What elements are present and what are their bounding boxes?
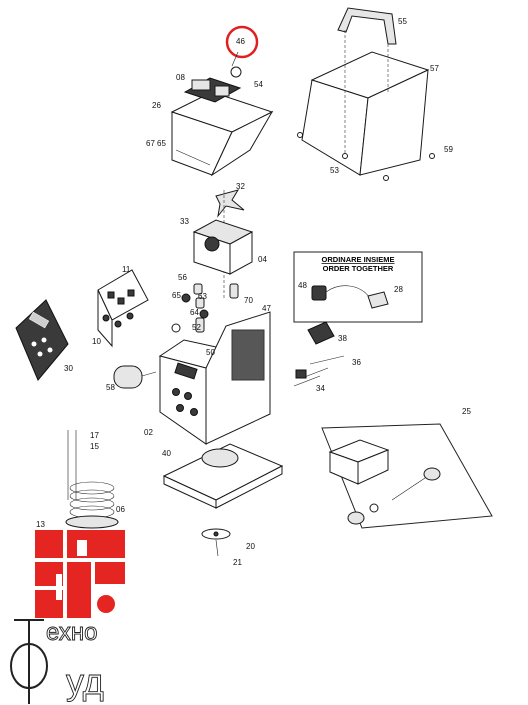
callout-55: 55 [398,17,407,26]
stirrer-disc [201,528,231,557]
handle [337,7,397,45]
callout-36: 36 [352,358,361,367]
callout-02: 02 [144,428,153,437]
order-box-line2: ORDER TOGETHER [323,264,394,273]
logo-text-top: ехно [46,619,97,646]
callout-63: 63 [198,292,207,301]
callout-21: 21 [233,558,242,567]
callout-labels: 46 08 54 26 67 65 55 57 53 59 32 33 04 1… [36,17,471,567]
callout-06: 06 [116,505,125,514]
callout-26: 26 [152,101,161,110]
callout-25: 25 [462,407,471,416]
main-body [158,311,271,445]
callout-34: 34 [316,384,325,393]
callout-54: 54 [254,80,263,89]
callout-52: 52 [192,323,201,332]
control-board-bracket [170,66,274,177]
capacitor [113,365,157,389]
part-46-highlight [225,25,259,67]
callout-65b: 65 [172,291,181,300]
logo-text-bottom: уд [66,661,104,702]
callout-47: 47 [262,304,271,313]
order-box-line1: ORDINARE INSIEME [322,255,395,264]
callout-50: 50 [206,348,215,357]
callout-32: 32 [236,182,245,191]
callout-28: 28 [394,285,403,294]
callout-10: 10 [92,337,101,346]
callout-11: 11 [122,265,131,274]
callout-64: 64 [190,308,199,317]
switch-and-terminals [293,321,345,387]
callout-20: 20 [246,542,255,551]
front-panel-label [15,299,69,381]
callout-33: 33 [180,217,189,226]
callout-13: 13 [36,520,45,529]
order-together-box: ORDINARE INSIEME ORDER TOGETHER [293,251,423,323]
callout-67: 67 [146,139,155,148]
callout-17: 17 [90,431,99,440]
callout-59: 59 [444,145,453,154]
callout-56: 56 [178,273,187,282]
callout-30: 30 [64,364,73,373]
heating-coil [65,430,119,529]
callout-15: 15 [90,442,99,451]
accessory-kit-box [321,423,493,529]
outer-cover [297,30,435,181]
callout-08: 08 [176,73,185,82]
callout-48: 48 [298,281,307,290]
callout-04: 04 [258,255,267,264]
motor [192,219,254,275]
callout-53: 53 [330,166,339,175]
callout-65a: 65 [157,139,166,148]
callout-70: 70 [244,296,253,305]
callout-57: 57 [430,64,439,73]
callout-40: 40 [162,449,171,458]
base-plate [162,443,284,509]
callout-38: 38 [338,334,347,343]
pcb-board [97,269,149,348]
callout-58: 58 [106,383,115,392]
technofood-logo: ехно уд [10,530,125,704]
callout-46: 46 [236,37,245,46]
